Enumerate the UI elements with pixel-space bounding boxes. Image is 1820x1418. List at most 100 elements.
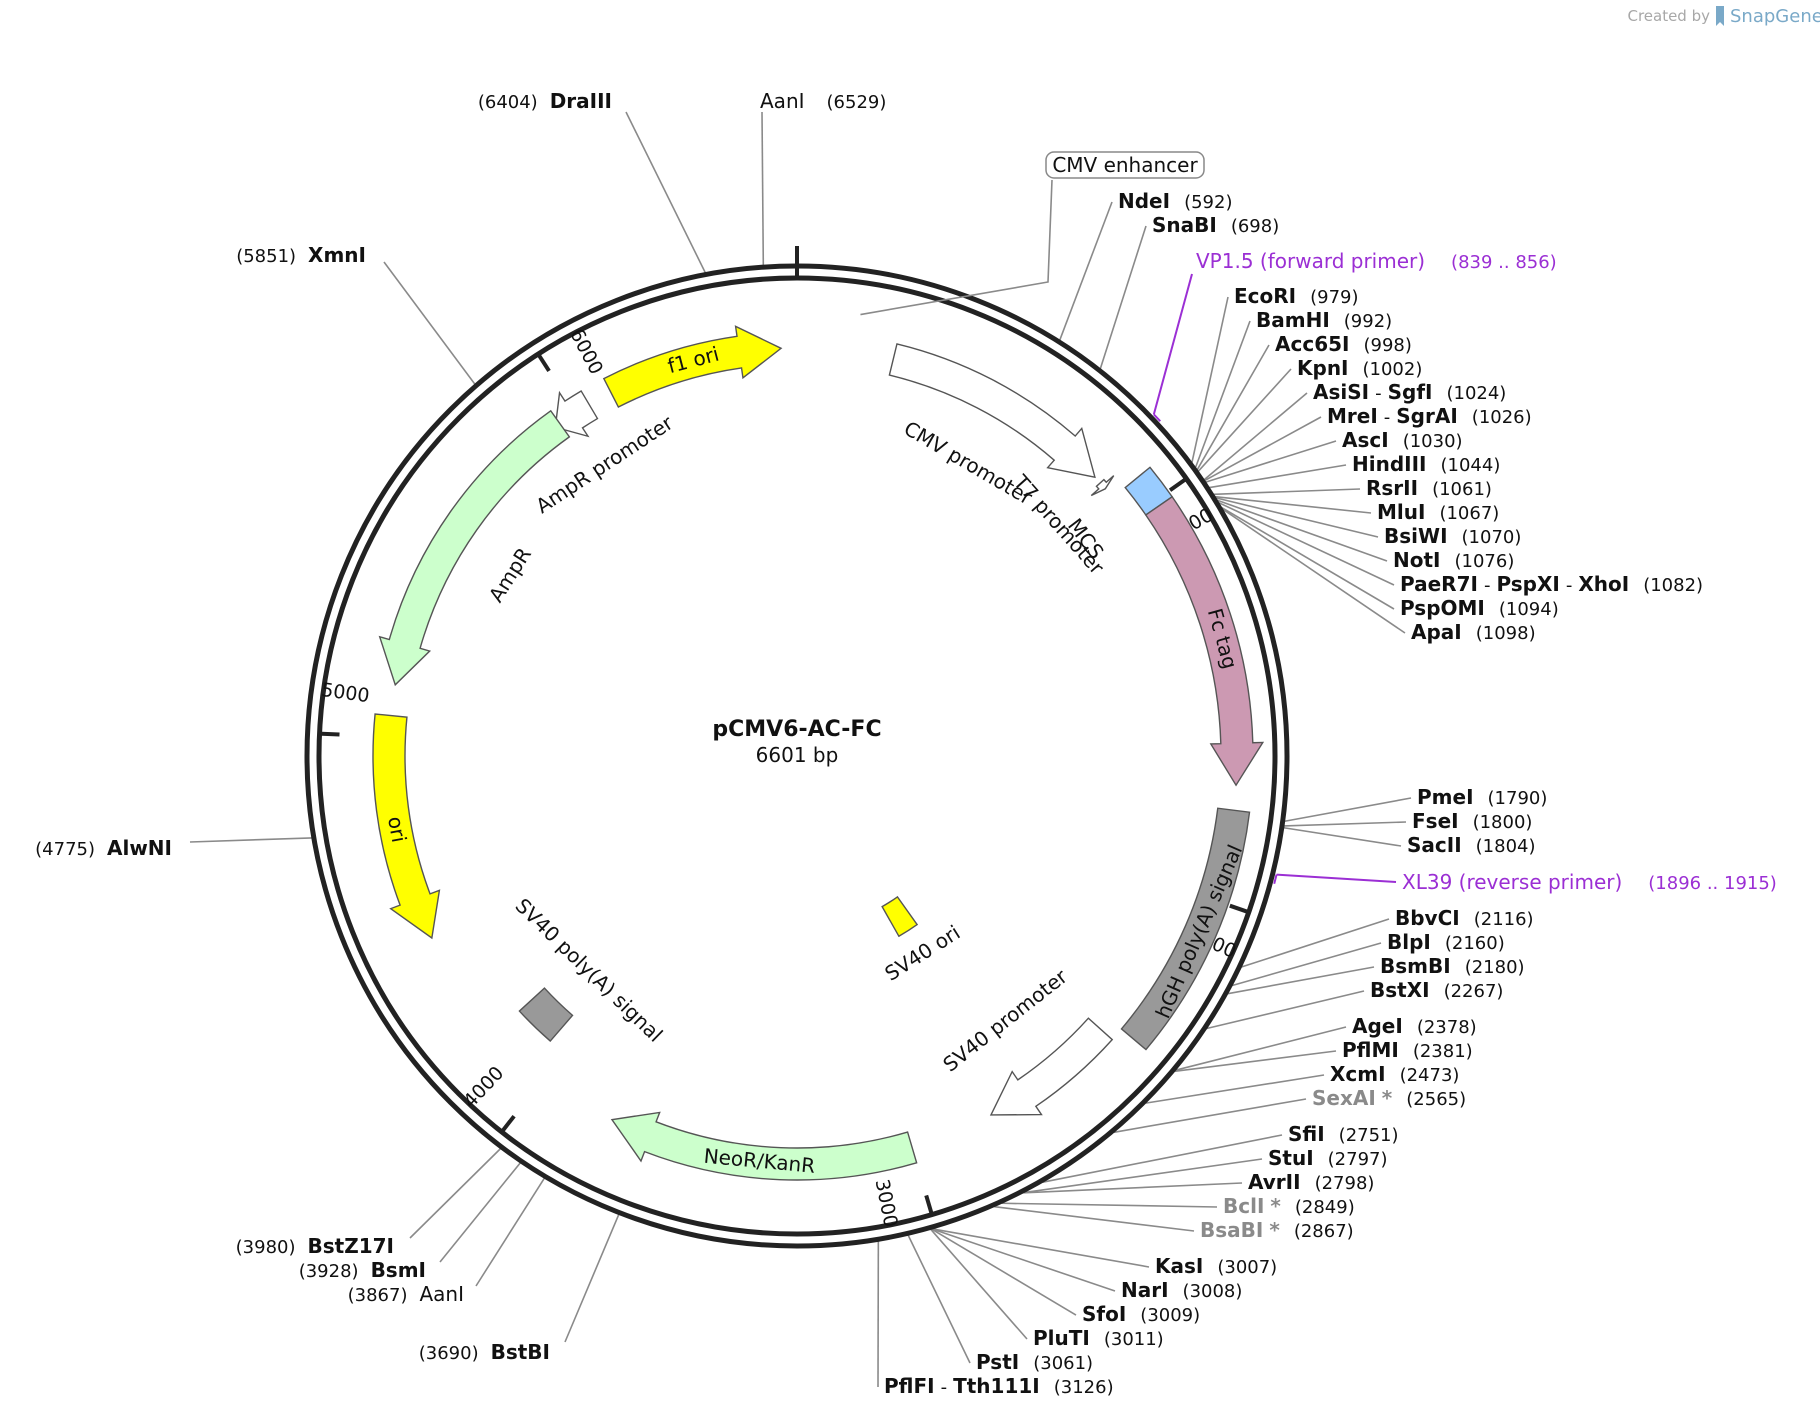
site-snabi: SnaBI(698) xyxy=(1152,213,1279,237)
site-pspomi: PspOMI(1094) xyxy=(1400,596,1559,620)
site-ecori: EcoRI(979) xyxy=(1234,284,1359,308)
site-name: PflFI xyxy=(884,1374,935,1398)
site-label: PaeR7I-PspXI-XhoI(1082) xyxy=(1400,572,1703,596)
site-label: BclI*(2849) xyxy=(1223,1194,1355,1218)
site-name: HindIII xyxy=(1352,452,1426,476)
site-position: (979) xyxy=(1310,287,1358,308)
site-position: (1070) xyxy=(1462,527,1522,548)
site-star: * xyxy=(1270,1194,1281,1218)
site-avrii: AvrII(2798) xyxy=(1248,1170,1374,1194)
primer-name: XL39 (reverse primer) xyxy=(1402,870,1622,894)
primer-vp1-5-forward-primer: VP1.5 (forward primer)(839 .. 856) xyxy=(1196,249,1557,273)
site-xcmi: XcmI(2473) xyxy=(1330,1062,1459,1086)
site-leader xyxy=(1023,1182,1243,1194)
site-name: BamHI xyxy=(1256,308,1330,332)
site-label: AanI(6529) xyxy=(760,89,886,113)
scale-tick-label: 5000 xyxy=(320,679,371,707)
site-name: Tth111I xyxy=(953,1374,1040,1398)
site-label: PluTI(3011) xyxy=(1033,1326,1164,1350)
primer-xl39-reverse-primer: XL39 (reverse primer)(1896 .. 1915) xyxy=(1402,870,1777,894)
leader-lines xyxy=(189,111,1412,1388)
site-name: BsaBI xyxy=(1200,1218,1263,1242)
site-position: (1024) xyxy=(1446,383,1506,404)
site-leader xyxy=(1174,1050,1337,1073)
site-name: DraIII xyxy=(550,89,612,113)
feature-cmv-promoter xyxy=(888,343,1096,479)
site-bstbi-3690: (3690)BstBI xyxy=(419,1340,550,1364)
site-label: SexAI*(2565) xyxy=(1312,1086,1466,1110)
site-leader xyxy=(1206,990,1365,1030)
site-stui: StuI(2797) xyxy=(1268,1146,1388,1170)
site-name: KpnI xyxy=(1297,356,1349,380)
site-leader xyxy=(1209,464,1347,489)
primers: VP1.5 (forward primer)(839 .. 856) XL39 (… xyxy=(1152,249,1777,894)
site-leader xyxy=(907,1234,971,1364)
site-name: PstI xyxy=(976,1350,1019,1374)
credit: Created by SnapGene xyxy=(1627,6,1820,27)
site-label: XcmI(2473) xyxy=(1330,1062,1459,1086)
site-xmni-5851: (5851)XmnI xyxy=(236,243,366,267)
site-label: FseI(1800) xyxy=(1412,809,1532,833)
site-label: SfiI(2751) xyxy=(1288,1122,1399,1146)
scale-tick xyxy=(1229,903,1248,914)
site-label: HindIII(1044) xyxy=(1352,452,1500,476)
primer-leader xyxy=(1276,873,1397,883)
site-bstxi: BstXI(2267) xyxy=(1370,978,1503,1002)
site-position: (1800) xyxy=(1473,812,1533,833)
site-name: BbvCI xyxy=(1395,906,1460,930)
site-bsmi-3928: (3928)BsmI xyxy=(299,1258,426,1282)
site-position: (6529) xyxy=(827,92,887,113)
site-leader xyxy=(439,1162,521,1263)
site-label: AsiSI-SgfI(1024) xyxy=(1313,380,1506,404)
site-label: Acc65I(998) xyxy=(1275,332,1412,356)
site-position: (3126) xyxy=(1054,1377,1114,1398)
site-name: RsrII xyxy=(1366,476,1418,500)
site-bamhi: BamHI(992) xyxy=(1256,308,1392,332)
site-label: NotI(1076) xyxy=(1393,548,1514,572)
feature-sv40-poly-a-signal xyxy=(518,987,574,1043)
site-position: (698) xyxy=(1231,216,1279,237)
site-name: MluI xyxy=(1377,500,1425,524)
site-sfoi: SfoI(3009) xyxy=(1082,1302,1200,1326)
site-leader xyxy=(1099,225,1147,369)
site-position: (2565) xyxy=(1406,1089,1466,1110)
site-label: PstI(3061) xyxy=(976,1350,1093,1374)
site-position: (1790) xyxy=(1488,788,1548,809)
feature-label-ampr: AmpR xyxy=(484,543,536,606)
site-position: (2751) xyxy=(1339,1125,1399,1146)
site-leader xyxy=(1042,1134,1283,1184)
site-pmei: PmeI(1790) xyxy=(1417,785,1547,809)
site-name: SfoI xyxy=(1082,1302,1126,1326)
site-label: PspOMI(1094) xyxy=(1400,596,1559,620)
site-position: (1061) xyxy=(1432,479,1492,500)
site-leader xyxy=(1001,1202,1218,1208)
site-label: RsrII (1061) xyxy=(1366,476,1492,500)
site-leader xyxy=(1196,344,1270,471)
site-name: BstXI xyxy=(1370,978,1430,1002)
site-name: BsiWI xyxy=(1384,524,1448,548)
site-leader xyxy=(1222,508,1406,634)
site-label: NdeI(592) xyxy=(1118,189,1232,213)
site-leader xyxy=(1203,392,1308,481)
site-leader xyxy=(931,1228,1077,1316)
site-label: KasI(3007) xyxy=(1155,1254,1277,1278)
site-leader xyxy=(409,1148,502,1239)
site-name: BstBI xyxy=(491,1340,550,1364)
site-leader xyxy=(1175,1026,1347,1071)
site-name: NdeI xyxy=(1118,189,1170,213)
site-position: (2867) xyxy=(1294,1221,1354,1242)
scale-tick xyxy=(924,1194,934,1214)
site-nari: NarI(3008) xyxy=(1121,1278,1242,1302)
site-name: SgrAI xyxy=(1396,404,1458,428)
site-paer7i-pspxi-xhoi: PaeR7I-PspXI-XhoI(1082) xyxy=(1400,572,1703,596)
site-leader xyxy=(1218,501,1395,586)
site-bbvci: BbvCI(2116) xyxy=(1395,906,1534,930)
site-leader xyxy=(383,261,476,385)
site-leader xyxy=(1215,497,1379,538)
site-leader xyxy=(189,837,312,843)
site-name: BstZ17I xyxy=(308,1234,394,1258)
site-sacii: SacII(1804) xyxy=(1407,833,1536,857)
feature-ampr xyxy=(378,409,571,687)
feature-label-hgh-poly-a-signal: hGH poly(A) signal xyxy=(1151,841,1248,1022)
